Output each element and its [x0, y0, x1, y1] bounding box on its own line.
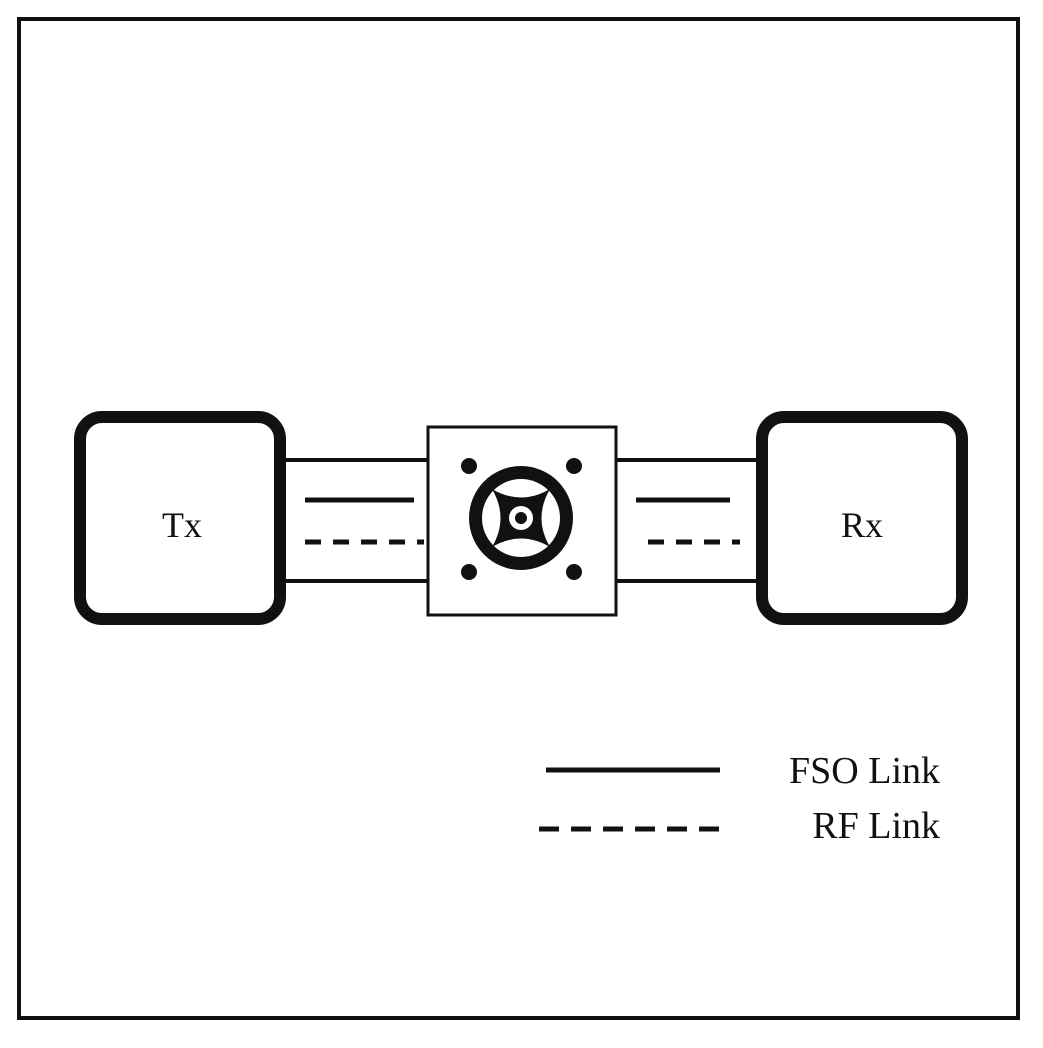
right-link-channel: [616, 458, 764, 583]
legend-rf-label: RF Link: [812, 805, 940, 847]
legend-item-fso: FSO Link: [546, 750, 940, 792]
receiver-node: Rx: [756, 411, 968, 625]
transmitter-box: [74, 411, 286, 625]
relay-node: [426, 425, 618, 617]
transmitter-label: Tx: [162, 505, 202, 545]
left-link-channel: [280, 458, 428, 583]
legend-item-rf: RF Link: [539, 805, 940, 847]
receiver-box: [756, 411, 968, 625]
transmitter-node: Tx: [74, 411, 286, 625]
receiver-label: Rx: [841, 505, 883, 545]
legend: FSO Link RF Link: [539, 750, 940, 847]
relay-node-icon: [461, 458, 582, 580]
legend-fso-label: FSO Link: [789, 750, 940, 792]
outer-frame: [17, 17, 1020, 1020]
